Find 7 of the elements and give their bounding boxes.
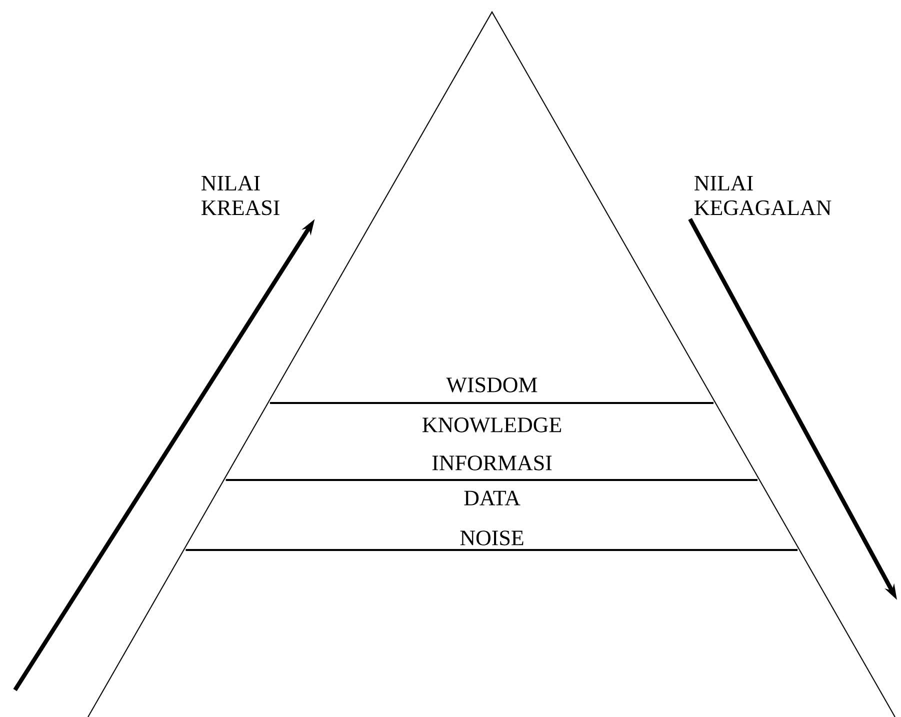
level-label: DATA	[464, 490, 520, 506]
value-label: NILAI KREASI	[202, 176, 280, 216]
level-label: WISDOM	[446, 378, 538, 392]
level-label: NOISE	[460, 530, 524, 546]
value-label: NILAI KEGAGALAN	[694, 176, 832, 216]
level-label: KNOWLEDGE	[422, 418, 562, 432]
level-label: INFORMASI	[432, 456, 552, 470]
